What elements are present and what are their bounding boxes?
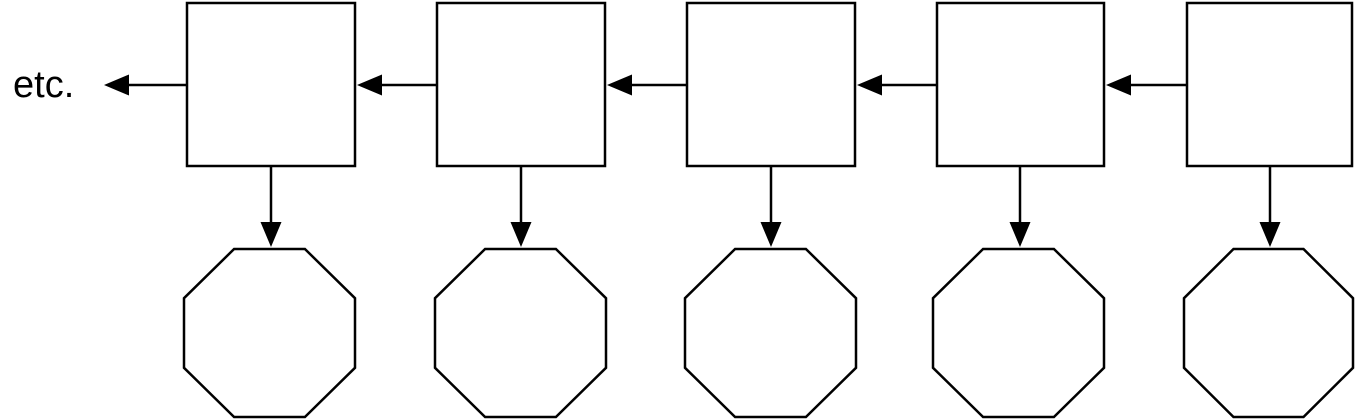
left-arrowhead-icon bbox=[607, 74, 632, 96]
process-square bbox=[685, 1, 857, 168]
left-arrowhead-icon bbox=[857, 74, 882, 96]
down-arrowhead-icon bbox=[760, 222, 782, 247]
process-square bbox=[1185, 1, 1354, 168]
process-square bbox=[935, 1, 1106, 168]
left-arrowhead-icon bbox=[1106, 74, 1131, 96]
terminator-octagon bbox=[683, 247, 858, 419]
terminator-octagon bbox=[182, 247, 357, 419]
terminator-octagon bbox=[931, 247, 1106, 419]
etc-label: etc. bbox=[13, 64, 75, 106]
down-arrowhead-icon bbox=[260, 222, 282, 247]
down-arrowhead-icon bbox=[1259, 222, 1281, 247]
down-arrowhead-icon bbox=[510, 222, 532, 247]
terminator-octagon bbox=[1182, 247, 1355, 419]
left-arrowhead-icon bbox=[357, 74, 382, 96]
terminator-octagon bbox=[433, 247, 608, 419]
down-arrowhead-icon bbox=[1009, 222, 1031, 247]
process-square bbox=[185, 1, 357, 168]
left-arrowhead-icon bbox=[104, 74, 129, 96]
process-square bbox=[435, 1, 607, 168]
